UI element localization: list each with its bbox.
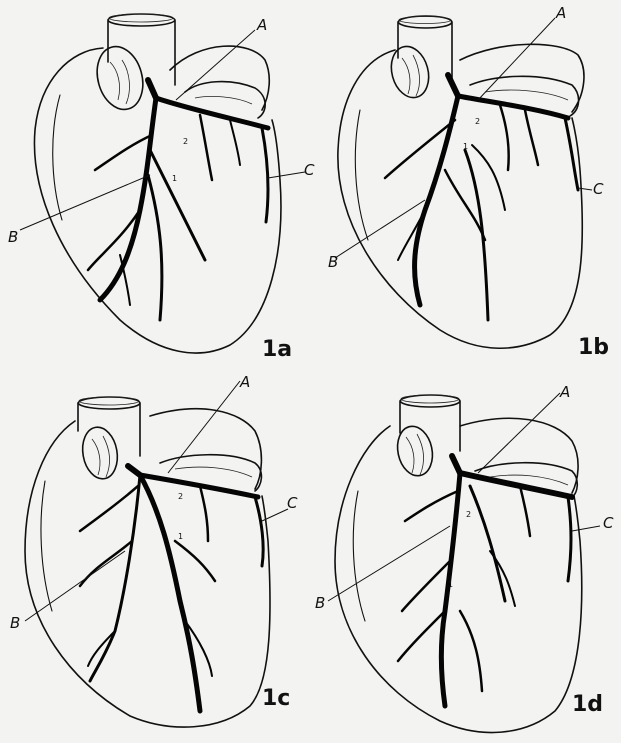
aorta [398,16,452,82]
figure-label: 1d [572,694,603,716]
leader-b [25,551,125,621]
anterior-descending-artery [140,475,200,711]
aorta [78,397,140,456]
marker-2: 2 [466,511,471,519]
circumflex-artery [460,473,572,497]
circumflex-artery [156,98,268,128]
atrial-appendage [185,82,265,118]
marker-2: 2 [178,493,183,501]
label-c: C [287,496,297,511]
panel-1b: A B C 1 2 1b [310,0,620,371]
leader-b [328,526,450,601]
heart-drawing-1a [0,0,310,371]
circumflex-artery [458,96,568,118]
marker-2: 2 [475,118,480,126]
marker-1: 1 [178,533,183,541]
pulmonary-trunk [79,424,122,481]
leader-a [168,381,240,473]
label-b: B [315,596,325,611]
pulmonary-trunk [90,41,149,114]
marker-2: 2 [183,138,188,146]
leader-a [478,393,560,473]
label-a: A [556,6,566,21]
label-b: B [328,255,338,270]
heart-outline [25,421,270,727]
panel-1c: A B C 1 2 1c [0,371,310,742]
left-atrium-outline [170,46,269,110]
anterior-descending-artery [100,98,156,300]
left-main-artery [448,75,458,96]
leader-a [176,30,255,100]
label-c: C [593,182,603,197]
label-a: A [257,18,267,33]
leader-c [578,188,592,190]
heart-drawing-1d [310,371,620,742]
leader-c [268,172,305,178]
label-a: A [560,385,570,400]
anterior-descending-artery [441,473,460,706]
panel-1d: A B C 1 2 1d [310,371,620,742]
label-b: B [8,230,18,245]
figure-label: 1b [578,337,609,359]
leader-b [335,200,425,258]
leader-a [478,18,555,100]
panel-1a: A B C 1 2 1a [0,0,310,371]
leader-c [262,509,288,521]
figure-label: 1c [262,688,290,710]
label-c: C [603,516,613,531]
heart-outline [34,48,280,353]
label-b: B [10,616,20,631]
marker-1: 1 [463,143,468,151]
left-atrium-outline [150,409,261,489]
marker-1: 1 [172,175,177,183]
figure-label: 1a [262,339,292,361]
left-main-artery [148,80,156,98]
heart-drawing-1b [310,0,620,371]
marker-1: 1 [448,581,453,589]
anterior-descending-artery [415,96,458,305]
leader-c [572,526,600,531]
label-a: A [240,375,250,390]
